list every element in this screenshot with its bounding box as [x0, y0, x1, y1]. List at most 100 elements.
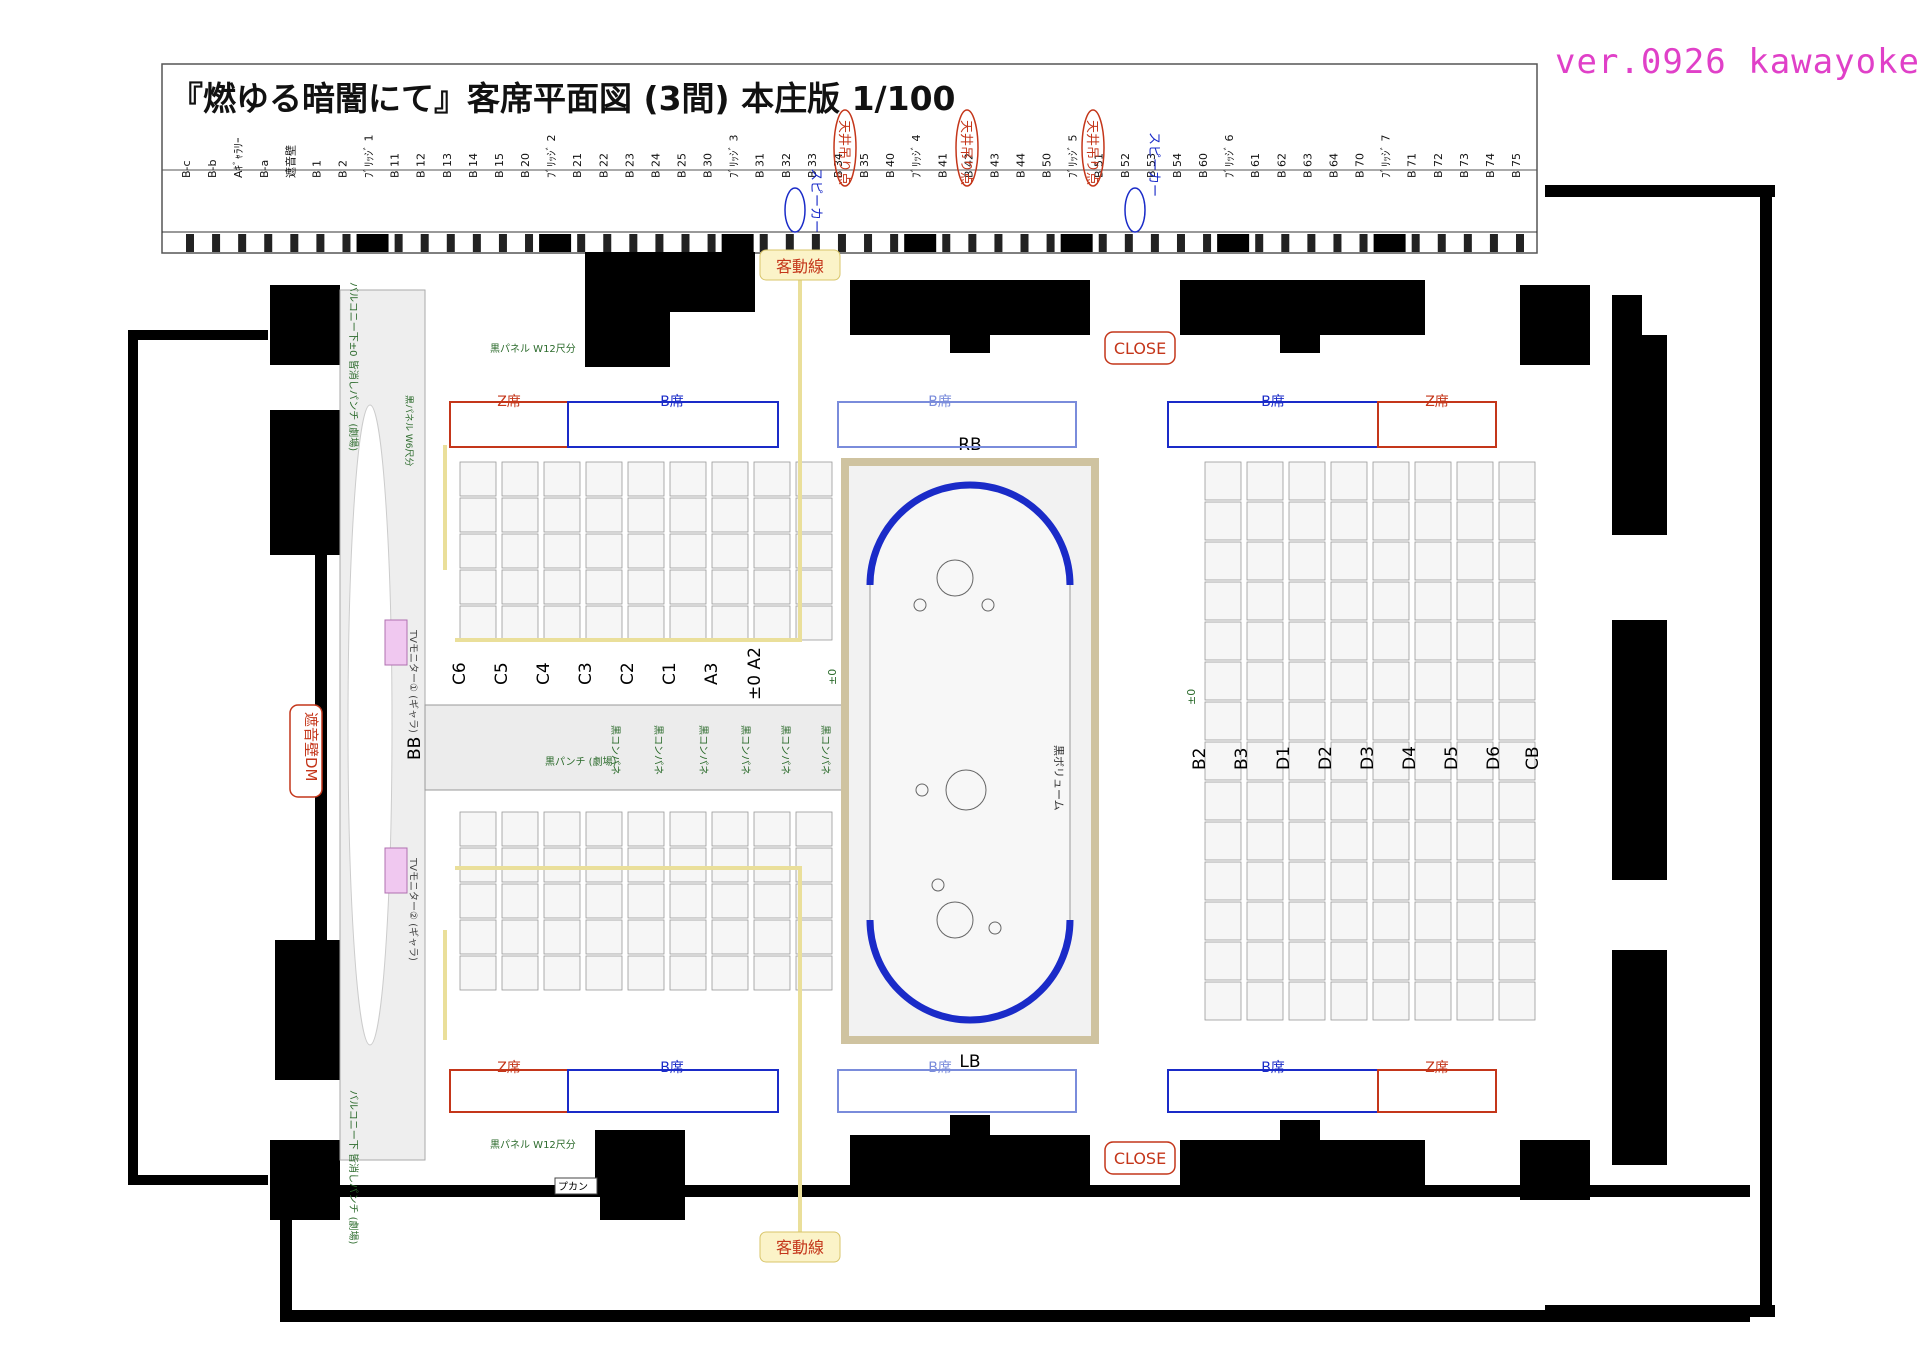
- seat: [1204, 981, 1242, 1021]
- batten-tick-46: [1373, 234, 1406, 252]
- seat: [1246, 861, 1284, 901]
- seat: [1456, 781, 1494, 821]
- seat: [585, 461, 623, 497]
- seat: [1330, 981, 1368, 1021]
- seat: [1414, 661, 1452, 701]
- batten-tick-22: [759, 234, 768, 252]
- seat: [1414, 581, 1452, 621]
- batten-tick-9: [420, 234, 429, 252]
- batten-tick-32: [1020, 234, 1029, 252]
- seat: [1498, 661, 1536, 701]
- row-label-A3: A3: [702, 663, 722, 685]
- batten-tick-31: [994, 234, 1003, 252]
- hang-point-label-1: 天井吊り点: [836, 120, 851, 185]
- upper-seat-rows: Z席 B席 B席 B席 Z席: [449, 394, 1497, 448]
- rb-label: RB: [958, 435, 981, 455]
- seat: [753, 883, 791, 919]
- seat: [1414, 861, 1452, 901]
- seat: [1330, 621, 1368, 661]
- batten-tick-48: [1437, 234, 1446, 252]
- seat: [1456, 621, 1494, 661]
- batten-label-41: B 61: [1249, 153, 1262, 178]
- lower-seat-rows: Z席 B席 B席 B席 Z席: [449, 1060, 1497, 1113]
- seat: [1246, 901, 1284, 941]
- seat: [1372, 981, 1410, 1021]
- seat: [1372, 901, 1410, 941]
- seat: [1330, 781, 1368, 821]
- batten-tick-15: [577, 234, 586, 252]
- batten-tick-20: [707, 234, 716, 252]
- green-notes: バルコニー下±0 皆消しパンチ (劇場) バルコニー下 皆消しパンチ (劇場) …: [347, 282, 1198, 1245]
- seat: [627, 569, 665, 605]
- batten-tick-2: [238, 234, 247, 252]
- batten-label-49: B 73: [1458, 153, 1471, 178]
- batten-label-38: B 54: [1171, 153, 1184, 178]
- seat: [501, 569, 539, 605]
- batten-label-16: B 22: [597, 153, 610, 178]
- seat: [1288, 501, 1326, 541]
- seat: [1414, 981, 1452, 1021]
- seat: [1498, 621, 1536, 661]
- seat: [501, 955, 539, 991]
- seat: [501, 847, 539, 883]
- seat: [543, 847, 581, 883]
- seat: [543, 883, 581, 919]
- header-annotations: スピーカー 天井吊り点 天井吊り点 天井吊り点 スピーカー: [784, 109, 1161, 233]
- seat: [459, 955, 497, 991]
- hang-point-2: [955, 109, 979, 187]
- seat: [669, 919, 707, 955]
- seat: [1498, 781, 1536, 821]
- seat: [1204, 461, 1242, 501]
- seat: [1204, 621, 1242, 661]
- seat: [1204, 661, 1242, 701]
- seat: [669, 955, 707, 991]
- row-label-D3: D3: [1358, 746, 1378, 770]
- seat: [1204, 701, 1242, 741]
- seat: [501, 605, 539, 641]
- seat: [1204, 821, 1242, 861]
- seat: [1288, 461, 1326, 501]
- seat: [501, 533, 539, 569]
- seat: [753, 497, 791, 533]
- seat: [669, 497, 707, 533]
- seat: [585, 883, 623, 919]
- batten-label-32: B 44: [1015, 153, 1028, 178]
- audience-path-tags: 客動線 客動線: [759, 249, 841, 1263]
- soundproof-wall-label: 遮音壁DM: [302, 712, 320, 782]
- batten-label-39: B 60: [1197, 153, 1210, 178]
- seat: [669, 533, 707, 569]
- batten-tick-18: [655, 234, 664, 252]
- pukan-label: プカン: [558, 1181, 588, 1193]
- seat: [627, 883, 665, 919]
- seat: [1288, 661, 1326, 701]
- seat: [753, 955, 791, 991]
- seat: [1498, 701, 1536, 741]
- seat: [1204, 781, 1242, 821]
- batten-label-36: B 52: [1119, 153, 1132, 178]
- seat: [1204, 861, 1242, 901]
- z-seat-bottom-left: Z席: [497, 1060, 521, 1076]
- seat: [1456, 821, 1494, 861]
- batten-label-7: ﾌﾞﾘｯｼﾞ 1: [363, 135, 376, 179]
- batten-tick-6: [342, 234, 351, 252]
- seat: [627, 919, 665, 955]
- seat: [1330, 861, 1368, 901]
- header-frame: [161, 63, 1538, 254]
- row-label-B2: B2: [1190, 748, 1210, 770]
- black-panel-side-top: 黒パネル W6尺分: [403, 395, 414, 467]
- hang-point-3: [1081, 109, 1105, 187]
- b-seat-bottom-1: B席: [660, 1060, 684, 1076]
- seat: [711, 461, 749, 497]
- close-bottom: CLOSE: [1114, 1149, 1166, 1168]
- seat: [1330, 741, 1368, 781]
- batten-label-29: B 41: [936, 153, 949, 178]
- seat: [1246, 621, 1284, 661]
- right-seat-block: [1204, 461, 1536, 1021]
- row-label-D1: D1: [1274, 746, 1294, 770]
- seat: [711, 919, 749, 955]
- batten-tick-21: [721, 234, 754, 252]
- seat: [501, 497, 539, 533]
- seat: [1456, 661, 1494, 701]
- seat: [1288, 941, 1326, 981]
